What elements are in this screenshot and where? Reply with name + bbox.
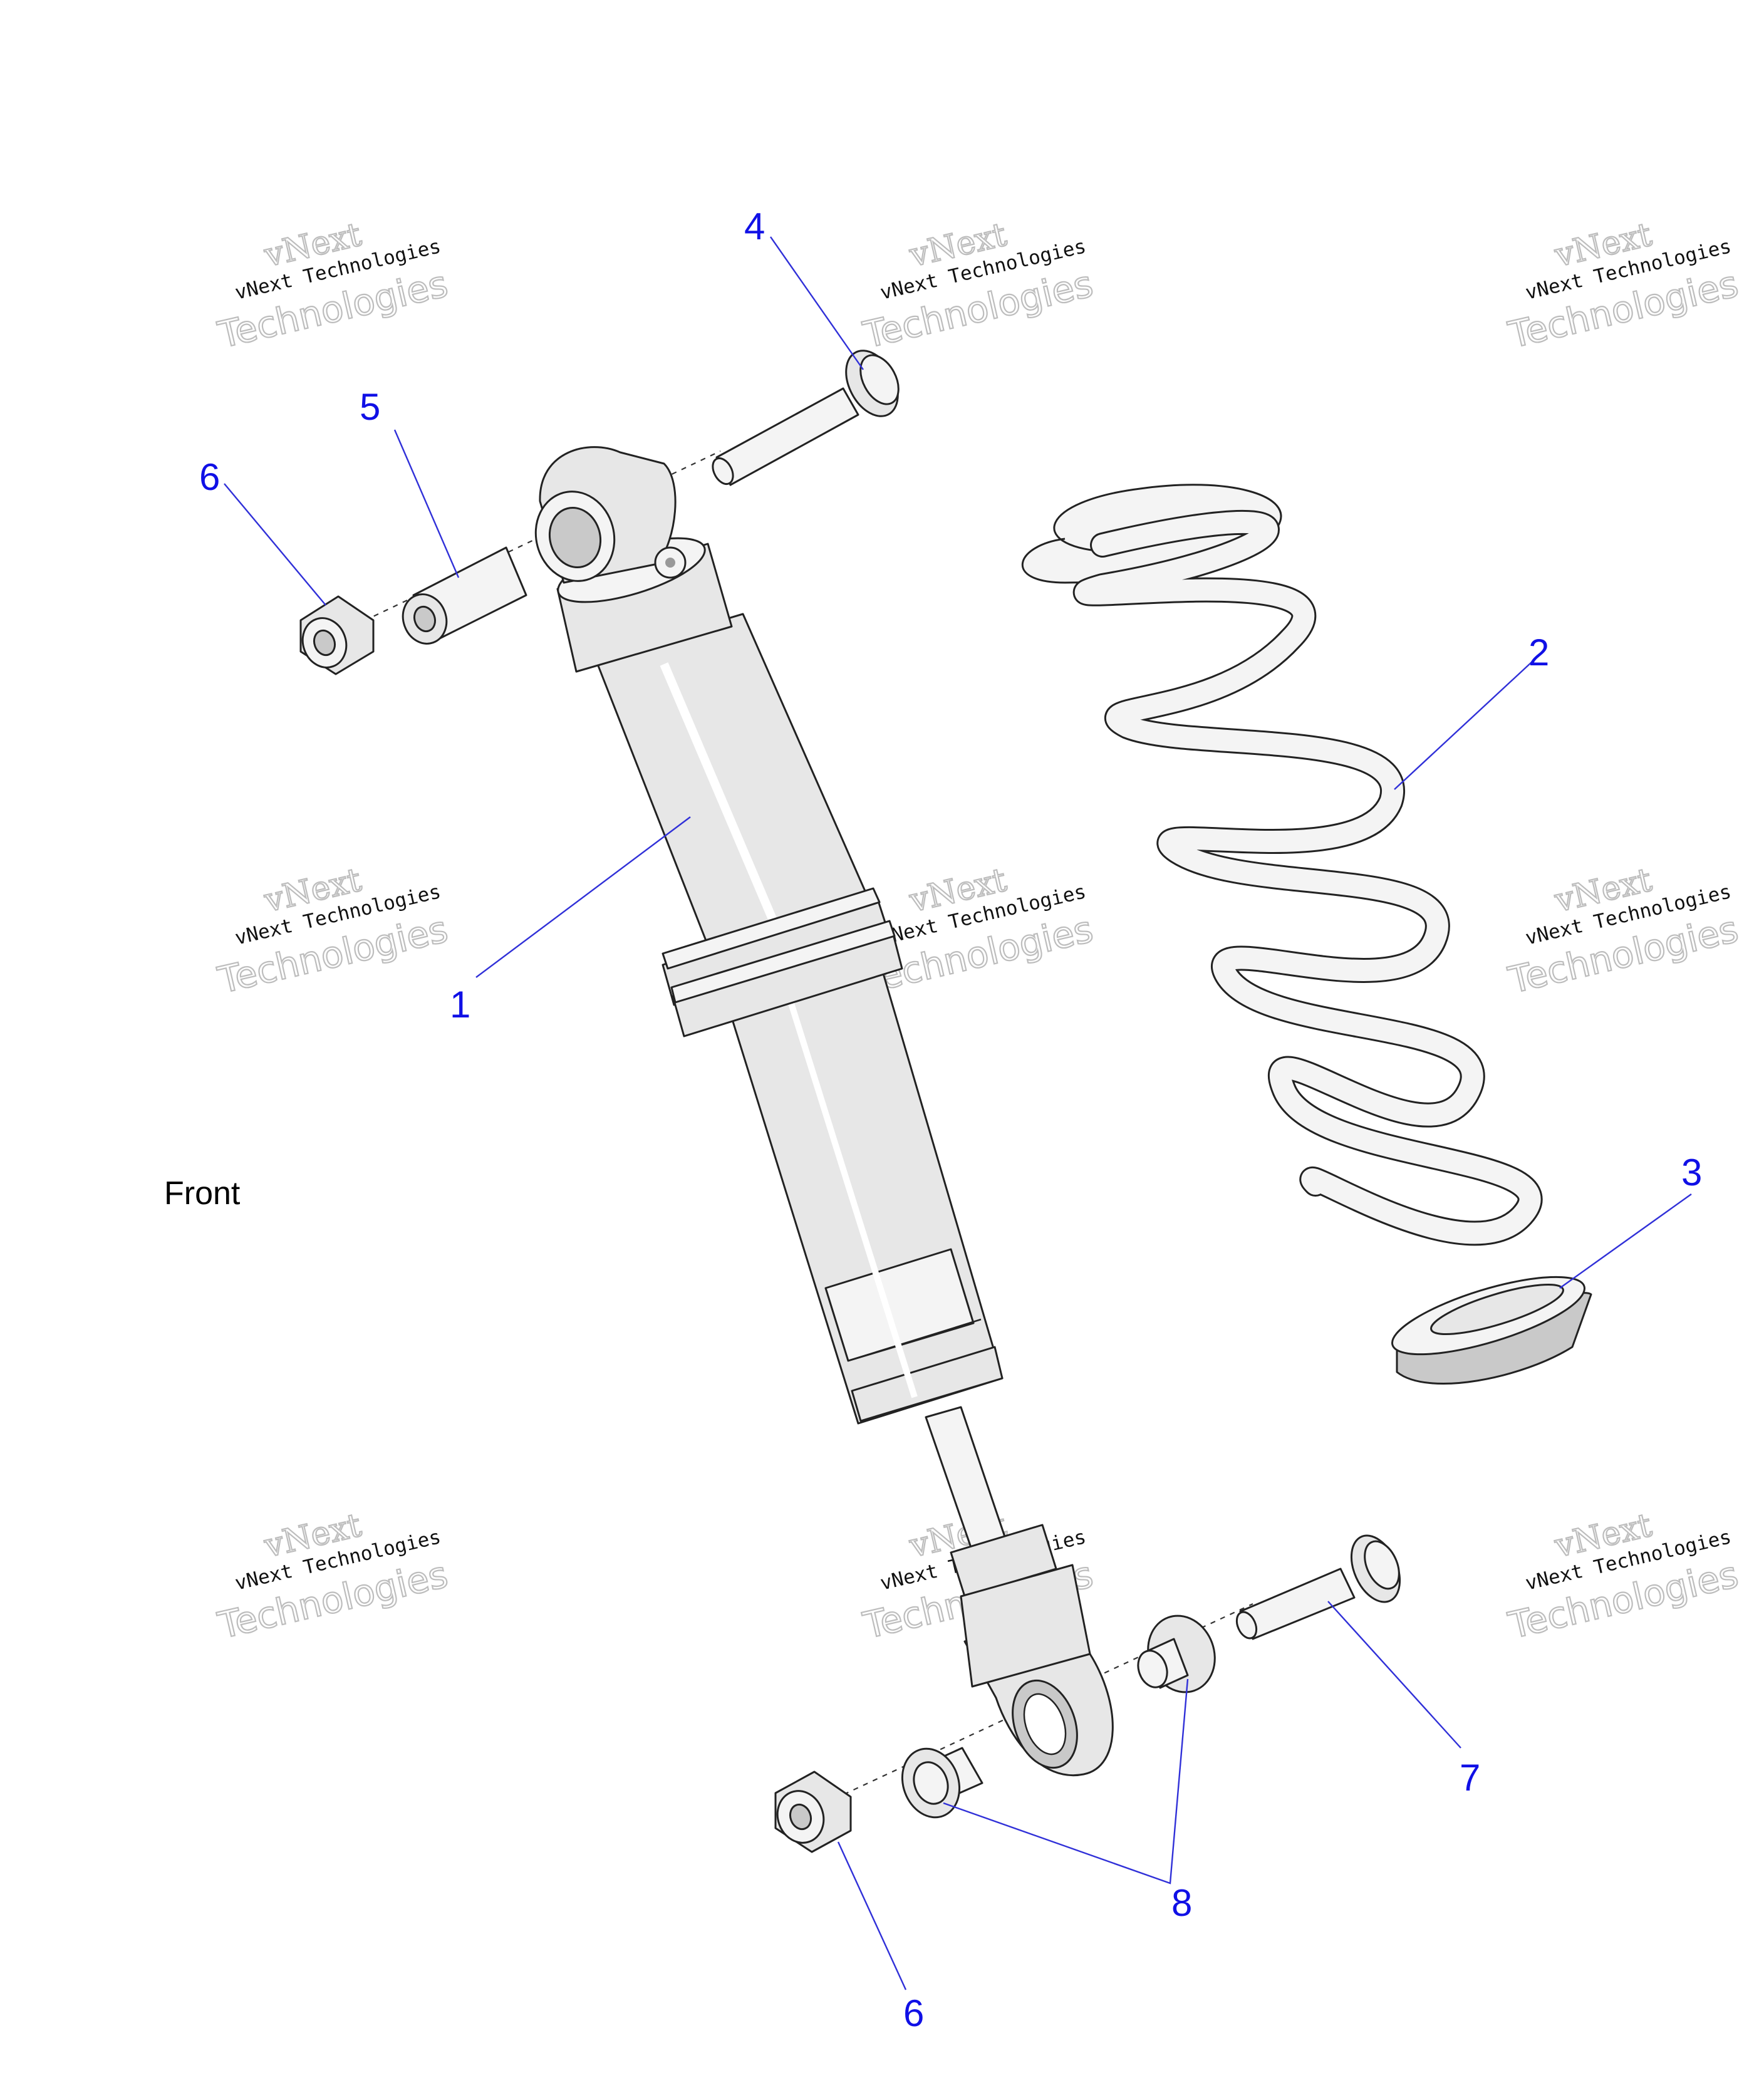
- upper-nut: [299, 595, 375, 675]
- callout-6-lower: 6: [903, 1992, 924, 2034]
- upper-bolt: [712, 350, 900, 486]
- leader-lines: [224, 236, 1692, 1990]
- callout-labels: 1 2 3 4 5 6 6 7 8: [199, 205, 1702, 2034]
- callout-7: 7: [1460, 1757, 1480, 1799]
- lower-nut: [774, 1770, 852, 1853]
- orientation-label: Front: [164, 1175, 241, 1212]
- callout-1: 1: [450, 984, 470, 1026]
- callout-6-upper: 6: [199, 456, 220, 498]
- lower-bushing-right: [1137, 1614, 1216, 1693]
- shock-absorber: [534, 446, 1114, 1777]
- spring-retainer: [1391, 1276, 1592, 1385]
- callout-4: 4: [744, 205, 765, 247]
- callout-2: 2: [1528, 632, 1549, 673]
- upper-spacer: [402, 546, 527, 645]
- lower-bolt: [1235, 1534, 1401, 1640]
- coil-spring: [1022, 484, 1543, 1246]
- callout-5: 5: [360, 386, 380, 428]
- callout-8: 8: [1171, 1882, 1192, 1924]
- callout-3: 3: [1681, 1152, 1702, 1193]
- lower-bushing-left: [901, 1747, 983, 1819]
